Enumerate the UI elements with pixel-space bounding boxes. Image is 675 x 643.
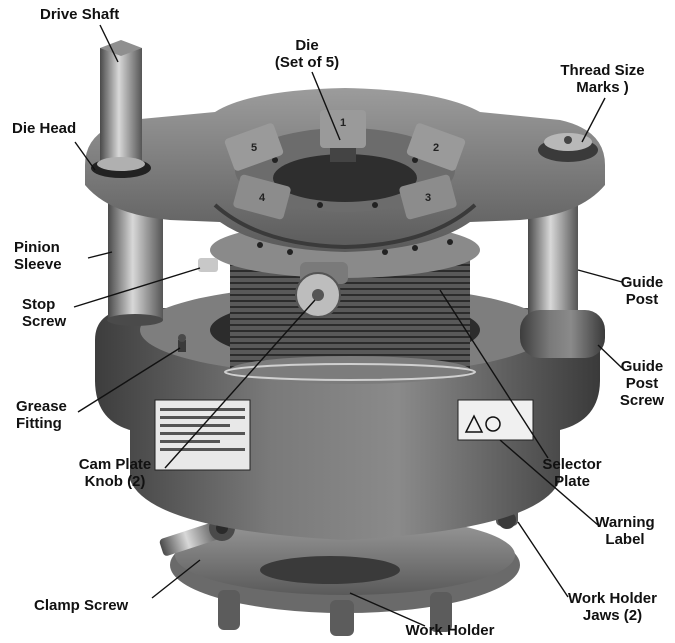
label-work-holder: Work Holder bbox=[390, 622, 510, 639]
leader-cam-plate-knob bbox=[164, 299, 316, 469]
body-decal bbox=[154, 399, 251, 471]
label-guide-post-line-1: Guide bbox=[620, 274, 664, 291]
cam-plate-knob bbox=[295, 262, 348, 318]
die-mark-1: 1 bbox=[340, 117, 346, 129]
label-work-holder-jaws-line-1: Work Holder bbox=[568, 590, 657, 607]
work-holder bbox=[170, 515, 520, 636]
label-thread-size-marks: Thread Size Marks ) bbox=[540, 62, 665, 96]
label-pinion-sleeve-line-1: Pinion bbox=[14, 239, 60, 256]
label-selector-plate-line-1: Selector bbox=[542, 456, 602, 473]
label-drive-shaft-line-1: Drive Shaft bbox=[40, 6, 120, 23]
leader-guide-post bbox=[577, 269, 623, 283]
label-grease-fitting-line-1: Grease bbox=[16, 398, 67, 415]
die-mark-4: 4 bbox=[259, 192, 266, 204]
label-work-holder-line-1: Work Holder bbox=[405, 622, 495, 639]
stop-screw bbox=[198, 258, 218, 272]
label-selector-plate: Selector Plate bbox=[532, 456, 612, 490]
dies: 1 2 3 4 5 bbox=[224, 110, 466, 220]
label-selector-plate-line-2: Plate bbox=[554, 473, 590, 490]
label-warning-label: Warning Label bbox=[582, 514, 668, 548]
label-grease-fitting-line-2: Fitting bbox=[16, 415, 62, 432]
label-stop-screw-line-1: Stop bbox=[22, 296, 56, 313]
label-die-head: Die Head bbox=[12, 120, 76, 137]
label-pinion-sleeve: Pinion Sleeve bbox=[14, 239, 62, 273]
label-thread-size-marks-line-2: Marks ) bbox=[576, 79, 629, 96]
label-cam-plate-knob-line-2: Knob (2) bbox=[84, 473, 146, 490]
label-guide-post-screw-line-1: Guide bbox=[620, 358, 664, 375]
leader-work-holder-jaws bbox=[517, 521, 569, 598]
leader-pinion-sleeve bbox=[87, 251, 113, 259]
die-mark-2: 2 bbox=[433, 142, 439, 154]
label-pinion-sleeve-line-2: Sleeve bbox=[14, 256, 62, 273]
label-guide-post: Guide Post bbox=[612, 274, 672, 308]
label-guide-post-screw: Guide Post Screw bbox=[612, 358, 672, 409]
label-drive-shaft: Drive Shaft bbox=[40, 6, 119, 23]
label-guide-post-screw-line-3: Screw bbox=[619, 392, 665, 409]
label-clamp-screw: Clamp Screw bbox=[34, 597, 128, 614]
warning-label-decal bbox=[457, 399, 534, 441]
label-die-line-1: Die bbox=[295, 37, 319, 54]
thread-size-marks bbox=[538, 133, 598, 162]
label-thread-size-marks-line-1: Thread Size bbox=[560, 62, 645, 79]
leader-warning-label bbox=[499, 439, 599, 526]
label-warning-label-line-2: Label bbox=[605, 531, 645, 548]
die-mark-5: 5 bbox=[251, 142, 257, 154]
label-die-line-2: (Set of 5) bbox=[274, 54, 340, 71]
label-cam-plate-knob: Cam Plate Knob (2) bbox=[60, 456, 170, 490]
guide-post-lug bbox=[520, 310, 605, 358]
label-stop-screw-line-2: Screw bbox=[22, 313, 67, 330]
leader-die bbox=[311, 71, 341, 141]
die-mark-3: 3 bbox=[425, 192, 431, 204]
label-die: Die (Set of 5) bbox=[232, 37, 382, 71]
label-work-holder-jaws-line-2: Jaws (2) bbox=[582, 607, 643, 624]
label-grease-fitting: Grease Fitting bbox=[16, 398, 67, 432]
leader-grease-fitting bbox=[77, 347, 181, 413]
drive-shaft bbox=[91, 40, 151, 178]
label-stop-screw: Stop Screw bbox=[22, 296, 66, 330]
label-work-holder-jaws: Work Holder Jaws (2) bbox=[555, 590, 670, 624]
leader-drive-shaft bbox=[99, 24, 119, 63]
label-cam-plate-knob-line-1: Cam Plate bbox=[78, 456, 152, 473]
label-warning-label-line-1: Warning bbox=[595, 514, 655, 531]
leader-thread-size-marks bbox=[581, 97, 606, 143]
die-head bbox=[85, 88, 605, 252]
leader-die-head bbox=[74, 141, 96, 171]
label-clamp-screw-line-1: Clamp Screw bbox=[34, 597, 129, 614]
label-die-head-line-1: Die Head bbox=[12, 120, 77, 137]
label-guide-post-line-2: Post bbox=[625, 291, 659, 308]
label-guide-post-screw-line-2: Post bbox=[625, 375, 659, 392]
leader-lines bbox=[73, 24, 623, 627]
grease-fitting bbox=[178, 334, 186, 352]
leader-work-holder bbox=[349, 592, 426, 627]
leader-selector-plate bbox=[439, 289, 549, 459]
leader-stop-screw bbox=[73, 267, 201, 308]
leader-clamp-screw bbox=[151, 559, 201, 599]
leader-guide-post-screw bbox=[597, 344, 623, 369]
